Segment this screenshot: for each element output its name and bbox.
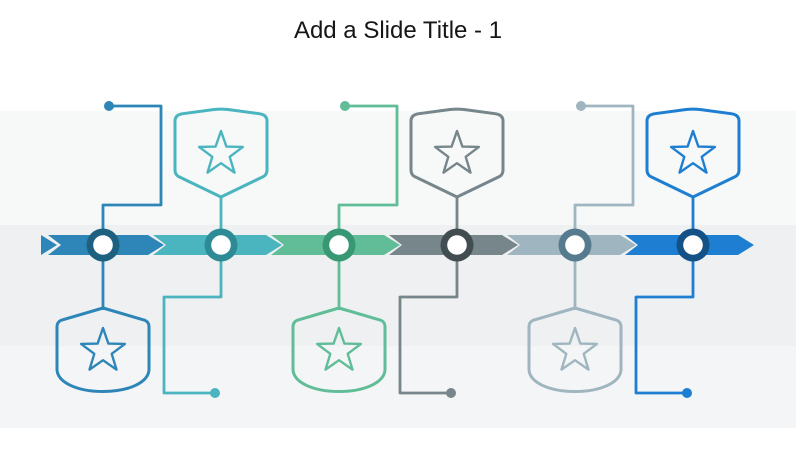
timeline-item-5-badge-shield [527,306,623,393]
star-icon [551,326,599,371]
timeline-item-1-badge-shield [55,306,151,393]
timeline-item-4-connector-line [398,245,459,395]
star-icon [79,326,127,371]
timeline-item-5-node-core [565,235,585,255]
connector-layer [55,101,741,398]
timeline-item-1-connector-line [101,104,163,247]
chevron-band-layer [41,235,754,255]
timeline-item-1-node-core [93,235,113,255]
timeline-item-3-node-core [329,235,349,255]
timeline-item-6-connector-line [634,245,695,395]
timeline-item-2-badge-shield [173,107,269,199]
timeline-item-2-connector-line [162,245,223,395]
timeline-item-4-badge-shield [409,107,505,199]
timeline-item-3-badge-shield [291,306,387,393]
slide-title: Add a Slide Title - 1 [293,17,503,44]
star-icon [433,129,481,174]
chevron-start-arrowhead [41,235,57,255]
timeline-item-1-endpoint-dot [104,101,114,111]
timeline-item-2-endpoint-dot [210,388,220,398]
star-icon [197,129,245,174]
star-icon [669,129,717,174]
timeline-item-4-node-core [447,235,467,255]
star-icon [315,326,363,371]
timeline-item-5-connector-line [573,104,635,247]
timeline-item-3-endpoint-dot [340,101,350,111]
timeline-item-5-endpoint-dot [576,101,586,111]
timeline-item-4-endpoint-dot [446,388,456,398]
timeline-item-6-endpoint-dot [682,388,692,398]
timeline-item-6-badge-shield [645,107,741,199]
timeline-item-6-node-core [683,235,703,255]
node-layer [86,228,710,262]
timeline-item-3-connector-line [337,104,399,247]
timeline-item-2-node-core [211,235,231,255]
